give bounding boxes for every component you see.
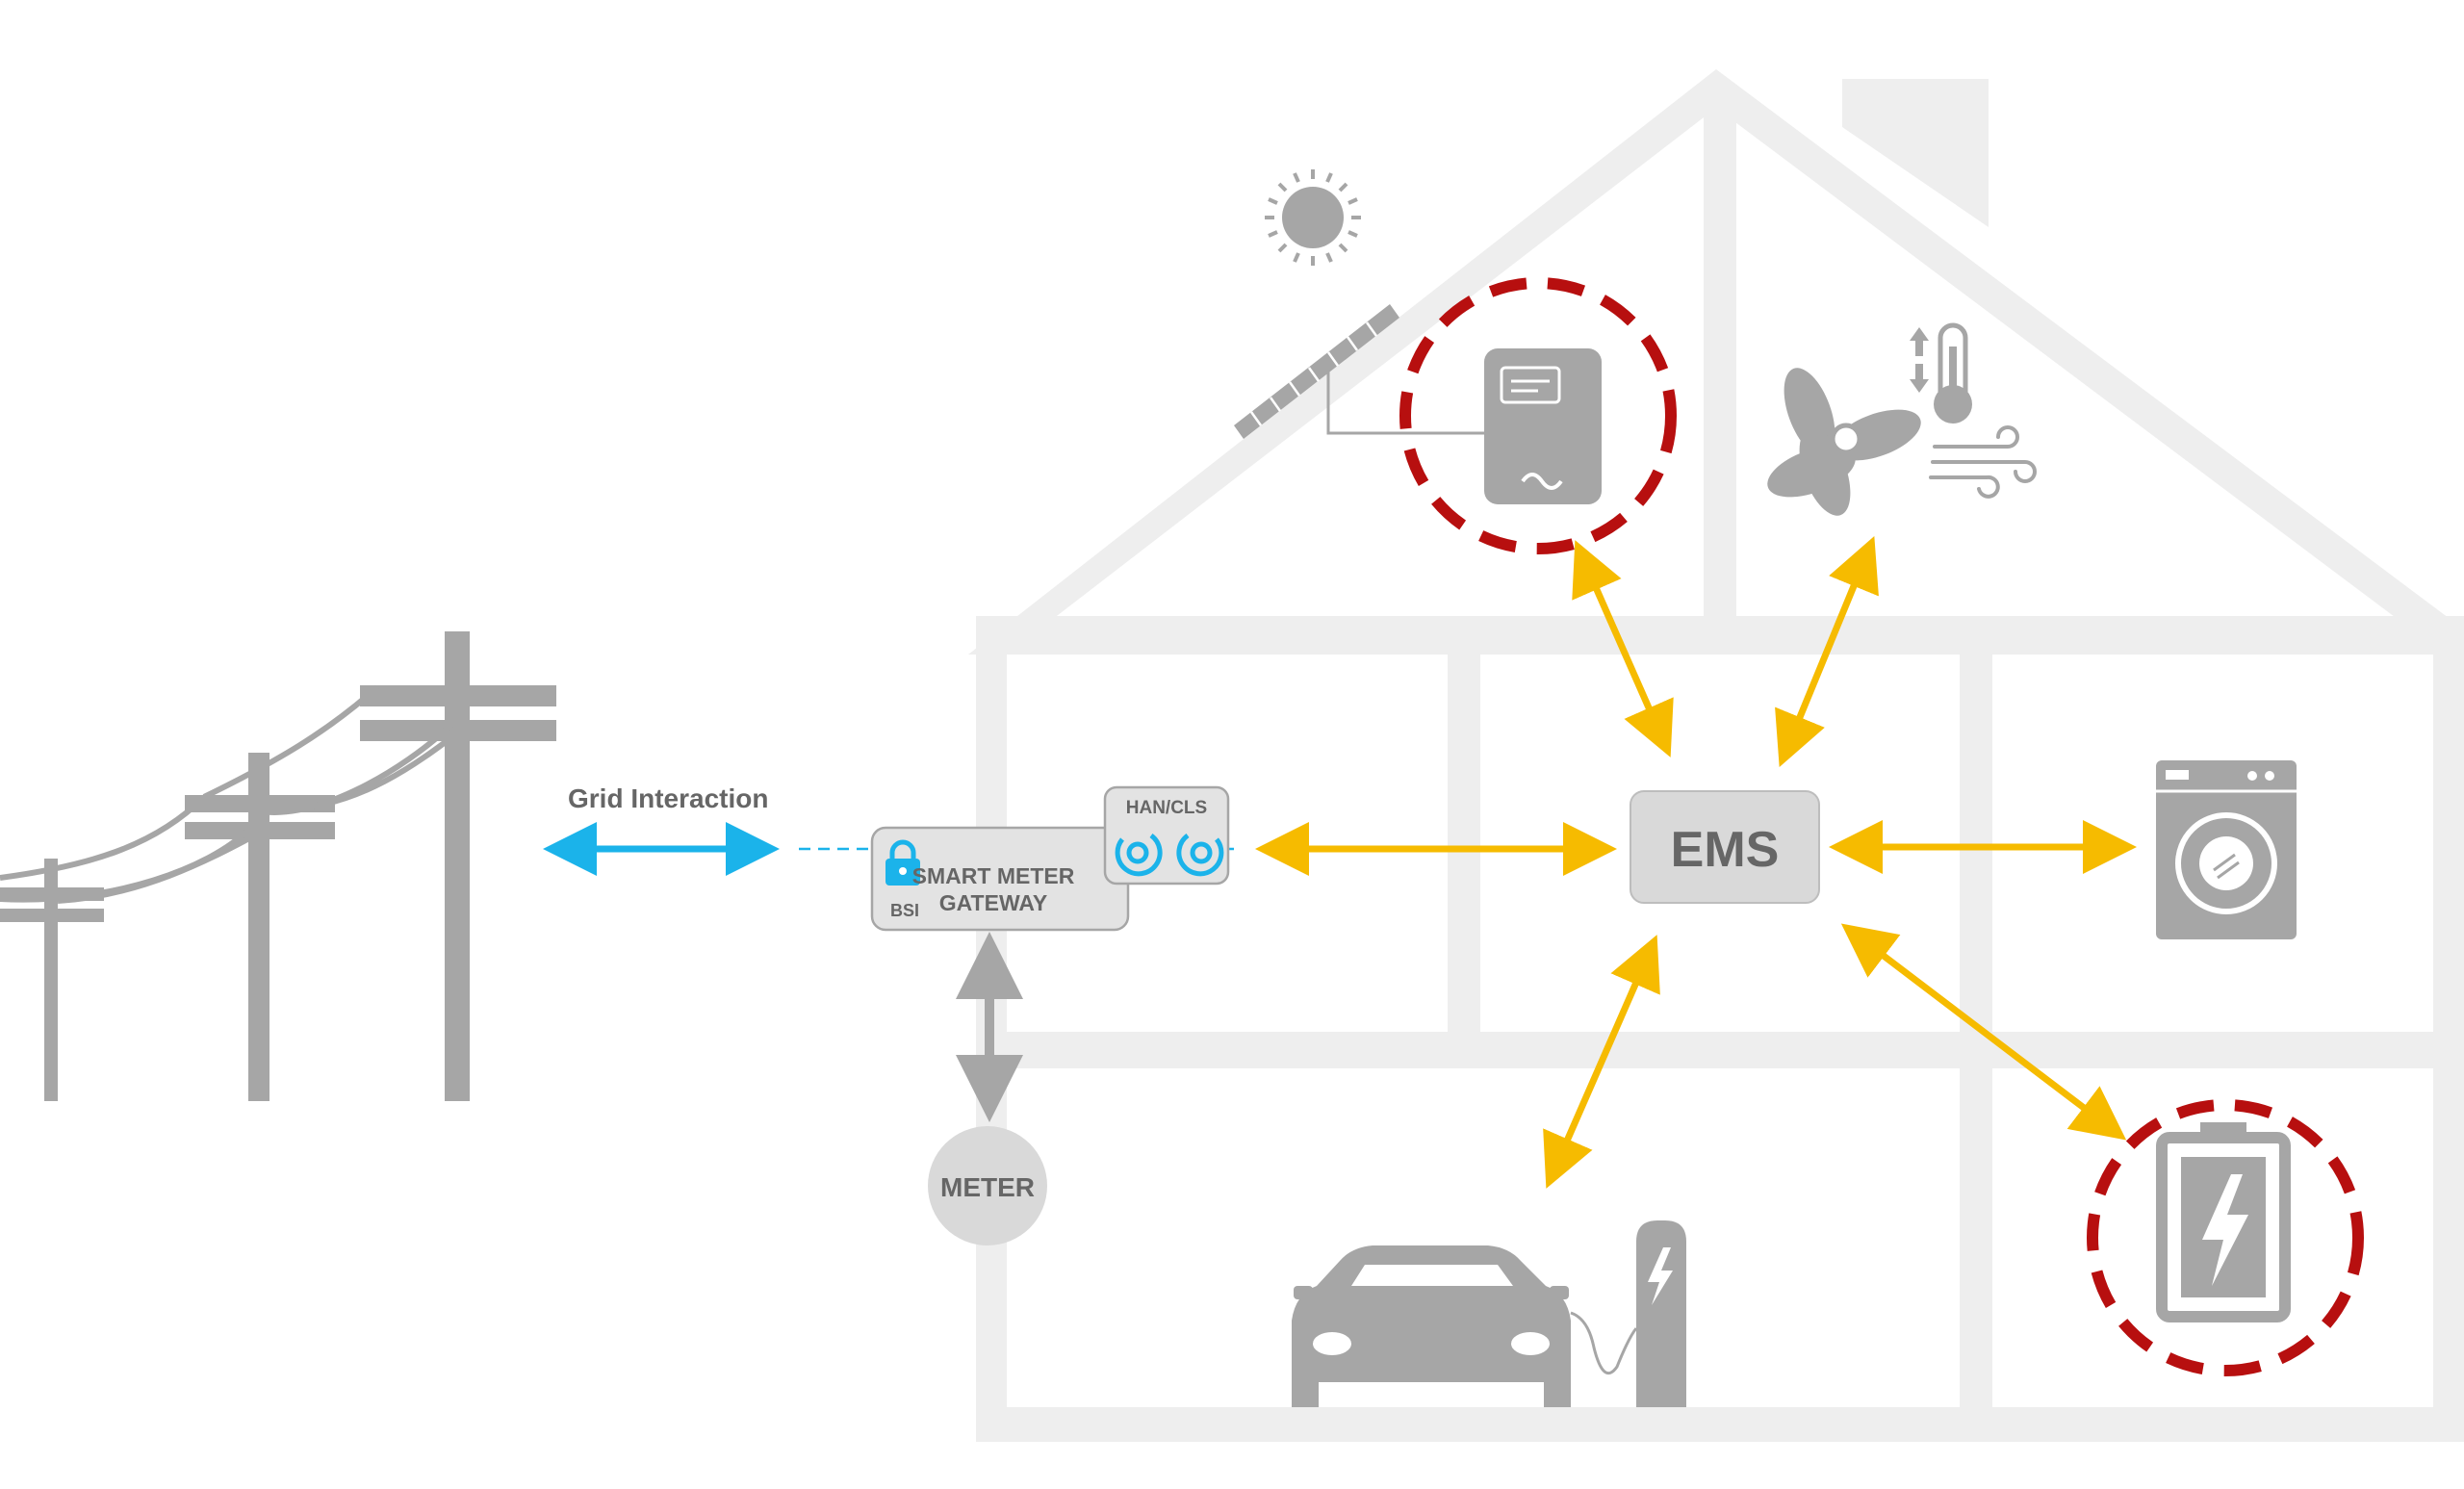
inverter-highlight xyxy=(1399,277,1677,554)
solar-panel-icon xyxy=(1234,304,1484,439)
battery-icon xyxy=(2156,1122,2291,1322)
arrow-ems-climate xyxy=(1775,536,1879,767)
wind-icon xyxy=(1929,425,2037,499)
meter-label: METER xyxy=(940,1172,1035,1202)
bsi-label: BSI xyxy=(890,901,919,920)
smart-meter-label: SMART METER xyxy=(912,863,1075,888)
smart-meter-gateway: HAN/CLS BSI SMART METER GATEWAY xyxy=(870,785,1230,932)
lock-icon xyxy=(886,839,920,886)
grid-interaction-label: Grid Interaction xyxy=(568,783,768,813)
thermometer-icon xyxy=(1910,322,1972,424)
ems-box xyxy=(1630,790,1820,904)
power-pole-icon xyxy=(0,631,556,1101)
sun-icon xyxy=(1265,169,1361,266)
power-lines xyxy=(0,684,472,904)
ems-connections xyxy=(1255,536,2137,1189)
fan-icon xyxy=(1767,368,1921,516)
gateway-label: GATEWAY xyxy=(939,890,1047,915)
meter xyxy=(928,1126,1047,1245)
battery-highlight xyxy=(2087,1099,2364,1376)
car-icon xyxy=(1292,1245,1571,1407)
charging-station-icon xyxy=(1570,1220,1686,1407)
ems-label: EMS xyxy=(1671,822,1780,878)
arrow-ems-car xyxy=(1543,935,1660,1189)
washing-machine-icon xyxy=(2156,760,2297,939)
han-cls-label: HAN/CLS xyxy=(1126,798,1207,818)
communication-rings-icon xyxy=(1115,833,1224,877)
inverter-icon xyxy=(1484,348,1602,504)
arrow-ems-inverter xyxy=(1572,540,1674,757)
arrow-ems-battery xyxy=(1840,923,2127,1141)
